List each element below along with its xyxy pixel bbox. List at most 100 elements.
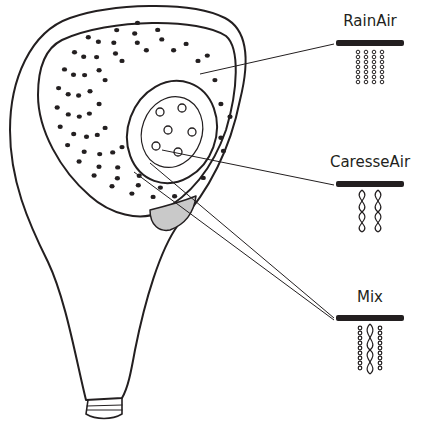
nozzle xyxy=(135,21,140,25)
inner-nozzle xyxy=(188,128,196,136)
spray-face xyxy=(38,23,236,216)
nozzle xyxy=(218,136,223,140)
nozzle xyxy=(65,143,70,147)
droplet xyxy=(364,60,368,64)
droplet xyxy=(378,341,382,345)
nozzle xyxy=(144,48,149,52)
nozzle xyxy=(97,102,102,106)
nozzle xyxy=(103,126,108,130)
nozzle xyxy=(55,105,60,109)
droplet xyxy=(358,336,362,340)
nozzle xyxy=(62,67,67,71)
leader-line xyxy=(200,44,334,74)
leader-line xyxy=(134,172,334,320)
droplet xyxy=(358,346,362,350)
droplet xyxy=(358,356,362,360)
droplet xyxy=(356,80,360,84)
droplet xyxy=(380,80,384,84)
droplet xyxy=(358,341,362,345)
nozzle xyxy=(56,86,61,90)
nozzle xyxy=(159,37,164,41)
droplet xyxy=(356,70,360,74)
nozzle xyxy=(205,53,210,57)
droplet xyxy=(378,351,382,355)
hand-shower-outline xyxy=(10,6,246,400)
nozzle xyxy=(218,102,223,106)
nozzle xyxy=(96,40,101,44)
nozzle xyxy=(97,68,102,72)
nozzle xyxy=(201,176,206,180)
nozzle xyxy=(66,92,71,96)
droplet xyxy=(372,80,376,84)
nozzle xyxy=(111,41,116,45)
droplet xyxy=(378,356,382,360)
droplet xyxy=(364,75,368,79)
droplet xyxy=(372,65,376,69)
droplet xyxy=(358,361,362,365)
nozzle xyxy=(95,133,100,137)
droplet xyxy=(364,65,368,69)
droplet xyxy=(358,366,362,370)
nozzle xyxy=(71,73,76,77)
droplet xyxy=(356,65,360,69)
spray-nozzles xyxy=(55,21,233,199)
droplet xyxy=(364,80,368,84)
nozzle xyxy=(84,135,89,139)
nozzle xyxy=(136,183,141,187)
nozzle xyxy=(87,89,92,93)
nozzle xyxy=(103,78,108,82)
nozzle xyxy=(129,191,134,195)
droplet xyxy=(380,55,384,59)
rain-icon-bar xyxy=(336,40,404,46)
nozzle xyxy=(132,31,137,35)
nozzle xyxy=(114,28,119,32)
droplet xyxy=(378,336,382,340)
mix-icon-bar xyxy=(336,315,404,321)
caresse-icon-bar xyxy=(336,181,404,187)
nozzle xyxy=(82,73,87,77)
nozzle xyxy=(87,111,92,115)
droplet xyxy=(380,70,384,74)
caresse-spray-icon xyxy=(359,190,381,232)
droplet xyxy=(356,50,360,54)
nozzle xyxy=(195,59,200,63)
nozzle xyxy=(72,50,77,54)
nozzle xyxy=(119,59,124,63)
droplet xyxy=(356,60,360,64)
inner-nozzle xyxy=(178,104,186,112)
droplet xyxy=(378,361,382,365)
nozzle xyxy=(227,115,232,119)
droplet xyxy=(372,50,376,54)
nozzle xyxy=(119,145,124,149)
spray-mode-label: Mix xyxy=(355,288,385,306)
droplet xyxy=(380,50,384,54)
nozzle xyxy=(158,185,163,189)
droplet xyxy=(358,331,362,335)
droplet xyxy=(378,346,382,350)
droplet xyxy=(372,70,376,74)
nozzle xyxy=(184,42,189,46)
nozzle xyxy=(66,112,71,116)
nozzle xyxy=(81,55,86,59)
inner-nozzle xyxy=(152,142,160,150)
nozzle xyxy=(96,165,101,169)
nozzle xyxy=(155,28,160,32)
leader-line xyxy=(150,163,334,318)
nozzle xyxy=(86,35,91,39)
nozzle xyxy=(135,41,140,45)
droplet xyxy=(380,75,384,79)
inner-nozzle xyxy=(174,148,182,156)
nozzle xyxy=(77,114,82,118)
droplet xyxy=(364,70,368,74)
inner-nozzle xyxy=(156,108,164,116)
nozzle xyxy=(110,150,115,154)
hose-connector xyxy=(86,398,122,419)
nozzle xyxy=(77,159,82,163)
droplet xyxy=(378,366,382,370)
nozzle xyxy=(76,93,81,97)
droplet xyxy=(378,326,382,330)
center-disc xyxy=(113,68,231,196)
rain-spray-icon xyxy=(356,50,384,84)
nozzle xyxy=(221,149,226,153)
